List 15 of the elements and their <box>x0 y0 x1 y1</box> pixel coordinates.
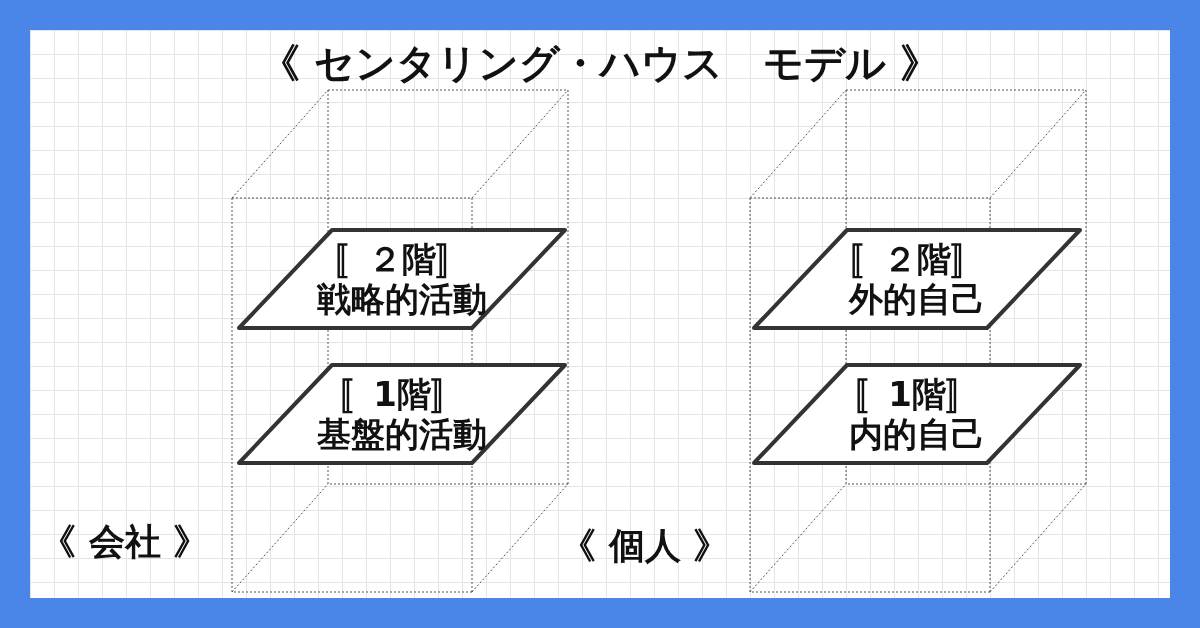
floor-label: 外的自己 <box>849 279 985 319</box>
floor-label: 基盤的活動 <box>317 414 487 454</box>
floor-label: 戦略的活動 <box>317 279 487 319</box>
floor-parallelogram <box>752 228 1082 330</box>
floor-parallelogram <box>752 363 1082 465</box>
floor-number: 〚２階〛 <box>849 239 985 279</box>
diagram-title: 《 センタリング・ハウス モデル 》 <box>259 39 941 88</box>
floor-label: 内的自己 <box>849 414 985 454</box>
group-label: 《 個人 》 <box>560 524 730 568</box>
floor-number: 〚２階〛 <box>334 239 470 279</box>
floor-parallelogram <box>237 363 567 465</box>
group-label: 《 会社 》 <box>40 520 210 564</box>
floor-parallelogram <box>237 228 567 330</box>
floor-number: 〚1階〛 <box>854 374 980 414</box>
floor-number: 〚1階〛 <box>339 374 465 414</box>
